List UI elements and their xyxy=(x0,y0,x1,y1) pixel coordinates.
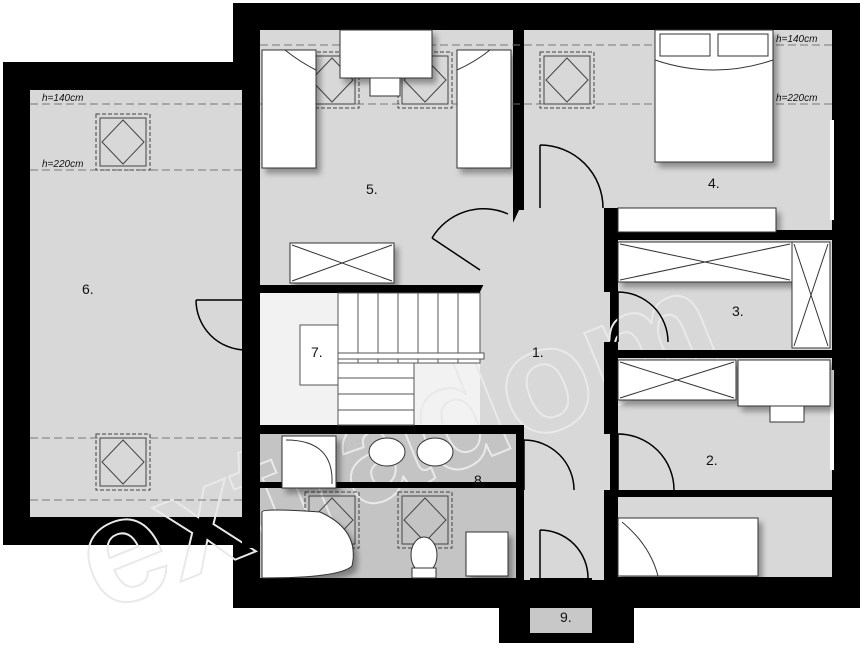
bed-right xyxy=(456,49,512,169)
room-labels: 1. 2. 3. 4. 5. 6. 7. 8. 9. xyxy=(82,175,744,625)
room-7-label: 7. xyxy=(311,344,323,360)
height-label-right-140: h=140cm xyxy=(776,34,817,45)
desk xyxy=(339,29,433,79)
room-2-label: 2. xyxy=(706,452,718,468)
bathtub xyxy=(261,509,354,579)
height-label-left-220: h=220cm xyxy=(42,159,83,170)
room-6-label: 6. xyxy=(82,281,94,297)
room-8-label: 8. xyxy=(474,472,486,488)
room-9-floor xyxy=(530,605,592,633)
furniture xyxy=(261,29,831,579)
bed-left xyxy=(261,49,317,169)
room-4-label: 4. xyxy=(708,175,720,191)
room-9-label: 9. xyxy=(560,609,572,625)
skylight-icon xyxy=(95,113,151,171)
height-label-right-220: h=220cm xyxy=(776,93,817,104)
skylight-icon xyxy=(539,51,595,109)
shower xyxy=(281,435,337,489)
skylights xyxy=(95,51,595,549)
chair-room-2 xyxy=(769,405,805,423)
skylight-icon xyxy=(95,433,151,491)
room-1-label: 1. xyxy=(532,344,544,360)
room-5-label: 5. xyxy=(366,181,378,197)
height-label-left-140: h=140cm xyxy=(42,93,83,104)
desk-room-2 xyxy=(737,359,831,407)
washbasin-left xyxy=(368,437,406,467)
washbasin-right xyxy=(416,437,454,467)
interior-walls xyxy=(242,30,834,608)
room-6-floor xyxy=(30,90,242,517)
washing-machine xyxy=(465,531,509,577)
chair xyxy=(369,77,401,97)
stairs xyxy=(299,292,485,426)
room-3-label: 3. xyxy=(732,303,744,319)
sofa-room-2 xyxy=(617,517,759,577)
doors xyxy=(195,144,675,579)
wardrobe-room-4 xyxy=(617,207,777,233)
